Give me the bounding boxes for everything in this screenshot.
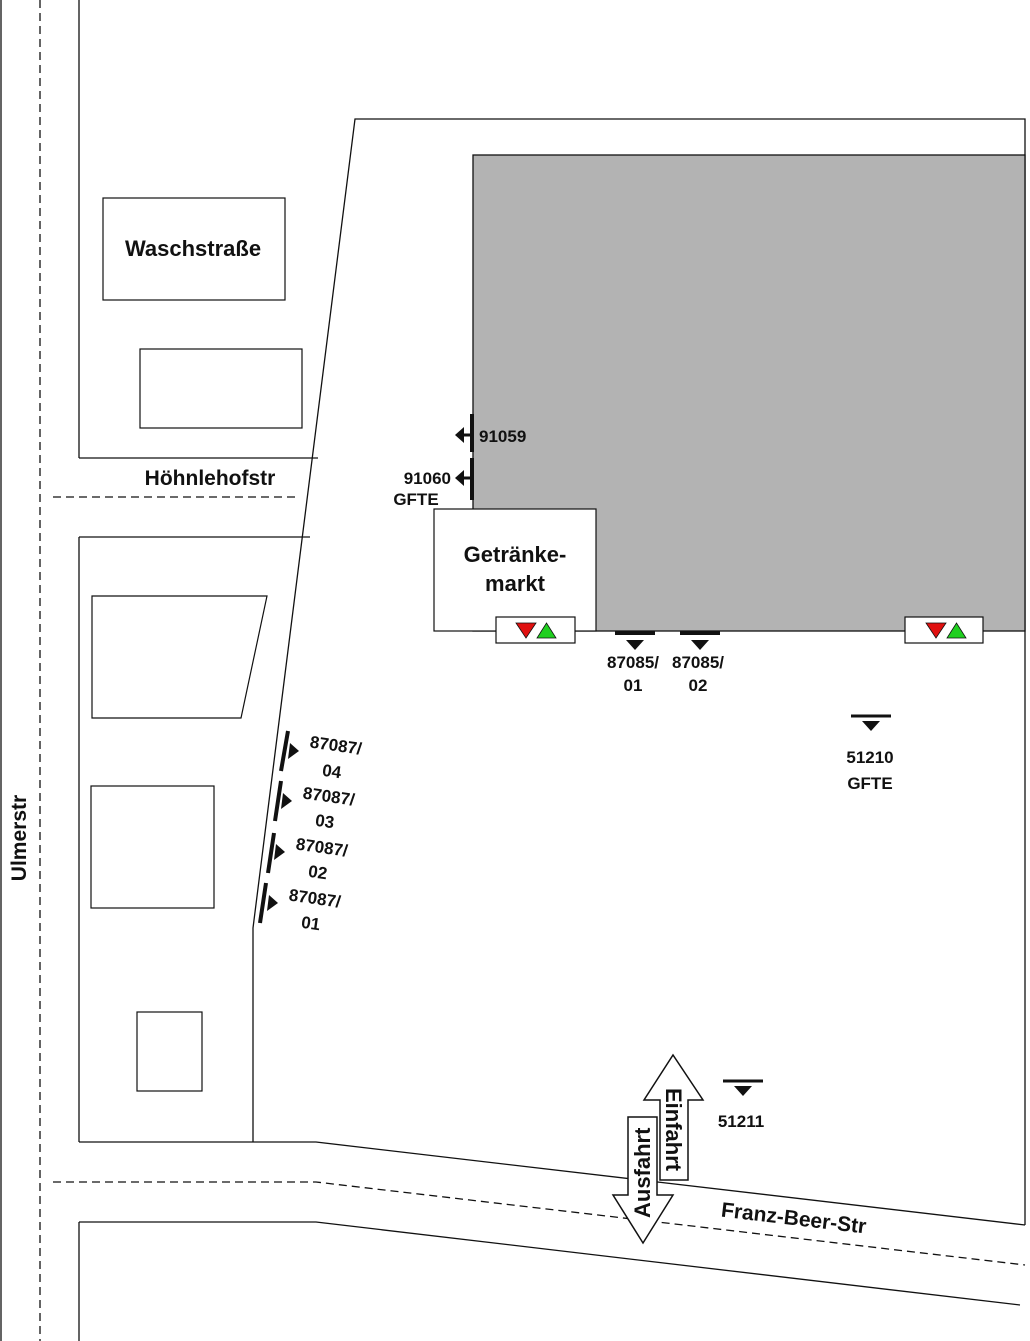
marker-label: GFTE [393,490,438,509]
building-waschstrasse [102,197,286,301]
building-getraenkemarkt [433,508,597,632]
marker-label: 91060 [404,469,451,488]
up-triangle-icon [946,622,967,639]
building-outline [139,348,303,429]
signal-box [904,616,984,644]
marker-label: 91059 [479,427,526,446]
down-triangle-icon [925,622,947,639]
marker-arrow-icon [279,730,299,772]
marker-label: 87085/ [607,653,659,672]
label-waschstrasse: Waschstraße [125,236,261,261]
exit-label: Ausfahrt [630,1127,655,1218]
street-label-ulmerstr: Ulmerstr [8,795,31,881]
marker-label: 01 [300,913,321,934]
marker-arrow-icon [258,882,278,924]
marker-label: 51211 [718,1112,764,1131]
marker-label: 02 [689,676,708,695]
marker-arrow-icon [266,832,285,874]
marker-label: 03 [314,811,335,832]
marker-arrow-icon [723,1079,763,1096]
label-getraenkemarkt-1: Getränke- [464,542,567,567]
marker-arrow-icon [851,714,891,731]
marker-arrow-icon [455,414,474,452]
marker-label: 01 [624,676,643,695]
marker-label: 87087/ [288,886,342,912]
marker-label: 04 [321,761,343,783]
marker-label: GFTE [847,774,892,793]
marker-arrow-icon [273,780,292,822]
up-triangle-icon [536,622,557,639]
marker-arrow-icon [455,458,474,500]
label-getraenkemarkt-2: markt [485,571,546,596]
marker-label: 51210 [846,748,893,767]
marker-label: 87087/ [295,835,349,861]
signal-box [495,616,576,644]
marker-arrow-icon [615,631,655,650]
marker-label: 87087/ [309,733,363,759]
exit-arrow [611,1116,675,1245]
building-outline [90,785,215,909]
entry-arrow [642,1053,705,1181]
entry-label: Einfahrt [661,1088,686,1172]
marker-label: 02 [307,862,328,883]
building-outline [91,595,268,719]
marker-arrow-icon [680,631,720,650]
building-outline [136,1011,203,1092]
street-label-hoehnlehofstr: Höhnlehofstr [145,467,276,490]
marker-label: 87087/ [302,784,356,810]
marker-label: 87085/ [672,653,724,672]
down-triangle-icon [515,622,537,639]
